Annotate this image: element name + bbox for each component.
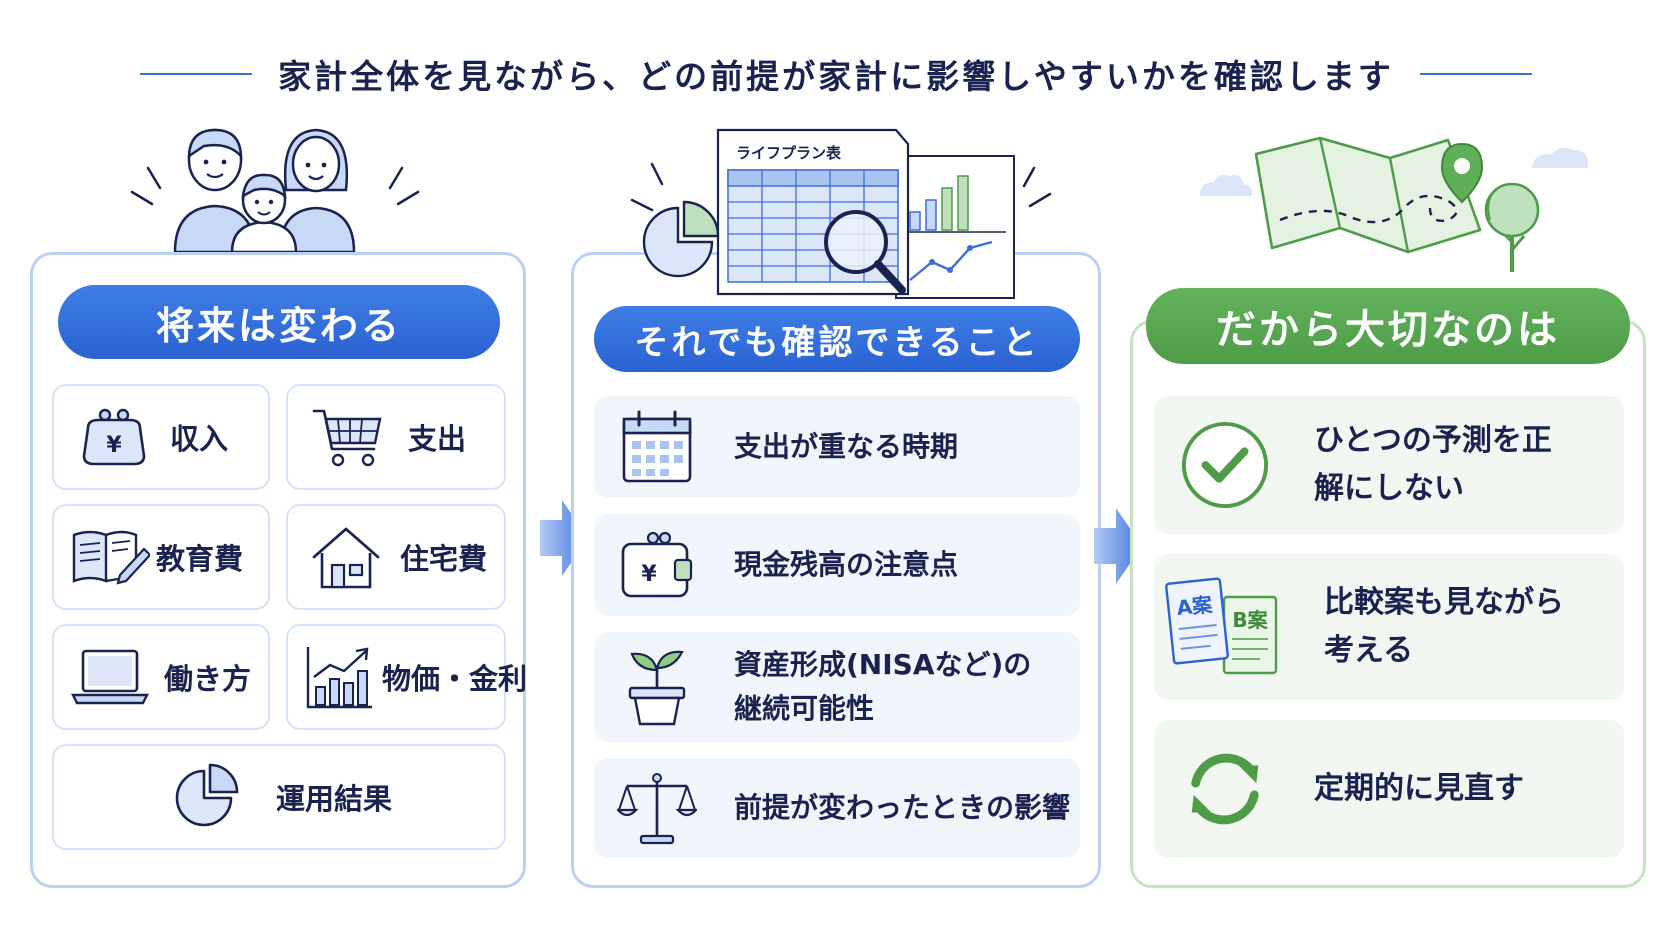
shopping-cart-icon — [308, 397, 388, 477]
key-point-review-regularly: 定期的に見直す — [1154, 720, 1624, 858]
flow-arrow-2 — [1094, 508, 1142, 584]
middle-panel-heading: それでも確認できること — [594, 306, 1080, 372]
svg-text:¥: ¥ — [641, 562, 657, 587]
factor-work-style: 働き方 — [52, 624, 270, 730]
check-point-label: 資産形成(NISAなど)の継続可能性 — [734, 648, 1032, 725]
laptop-icon — [70, 637, 150, 717]
page-title-row: 家計全体を見ながら、どの前提が家計に影響しやすいかを確認します — [0, 48, 1672, 100]
check-point-label: 現金残高の注意点 — [734, 548, 959, 581]
purse-yen-icon: ¥ — [74, 397, 154, 477]
rising-chart-icon — [300, 637, 380, 717]
factor-label: 支出 — [408, 422, 467, 456]
wallet-yen-icon: ¥ — [612, 520, 702, 610]
title-rule-left — [140, 73, 253, 75]
book-pencil-icon — [70, 517, 150, 597]
plan-a-label: A案 — [1176, 592, 1215, 620]
factor-education: 教育費 — [52, 504, 270, 610]
factor-prices-rates: 物価・金利 — [286, 624, 527, 730]
check-circle-icon — [1180, 420, 1270, 510]
refresh-cycle-icon — [1180, 744, 1270, 834]
left-panel-heading: 将来は変わる — [58, 285, 500, 359]
factor-label: 物価・金利 — [382, 662, 528, 696]
life-plan-illustration: ライフプラン表 — [630, 128, 1052, 299]
factor-investment-result: 運用結果 — [52, 744, 506, 850]
balance-scale-icon — [612, 763, 702, 853]
factor-label: 教育費 — [156, 542, 244, 576]
family-illustration — [130, 128, 420, 254]
pie-chart-icon — [166, 757, 246, 837]
factor-expense: 支出 — [286, 384, 506, 490]
factor-label: 運用結果 — [275, 782, 392, 816]
check-point-cash: ¥ 現金残高の注意点 — [594, 514, 1080, 616]
key-point-label: 定期的に見直す — [1314, 771, 1524, 806]
check-point-overlap: 支出が重なる時期 — [594, 396, 1080, 498]
plan-b-label: B案 — [1232, 608, 1268, 632]
title-rule-right — [1419, 73, 1532, 75]
page-title: 家計全体を見ながら、どの前提が家計に影響しやすいかを確認します — [278, 57, 1394, 96]
factor-label: 住宅費 — [400, 542, 488, 576]
check-point-label: 支出が重なる時期 — [734, 430, 959, 463]
house-icon — [306, 517, 386, 597]
factor-income: ¥ 収入 — [52, 384, 270, 490]
svg-text:¥: ¥ — [106, 433, 122, 458]
plan-ab-icon: B案 A案 — [1164, 577, 1280, 675]
sprout-pot-icon — [612, 642, 702, 732]
key-point-no-single-forecast: ひとつの予測を正解にしない — [1154, 396, 1624, 534]
factor-label: 働き方 — [164, 662, 252, 696]
life-plan-sheet-label: ライフプラン表 — [736, 144, 842, 162]
check-point-assumption-change: 前提が変わったときの影響 — [594, 758, 1080, 858]
right-panel-heading: だから大切なのは — [1146, 288, 1630, 364]
key-point-label: ひとつの予測を正解にしない — [1314, 423, 1552, 506]
map-tree-illustration — [1200, 136, 1589, 272]
factor-housing: 住宅費 — [286, 504, 506, 610]
calendar-icon — [612, 402, 702, 492]
check-point-label: 前提が変わったときの影響 — [734, 791, 1071, 824]
factor-label: 収入 — [170, 422, 229, 456]
key-point-compare-plans: B案 A案 比較案も見ながら考える — [1154, 554, 1624, 700]
key-point-label: 比較案も見ながら考える — [1324, 585, 1564, 668]
flow-arrow-1 — [540, 500, 588, 576]
check-point-asset-building: 資産形成(NISAなど)の継続可能性 — [594, 632, 1080, 742]
